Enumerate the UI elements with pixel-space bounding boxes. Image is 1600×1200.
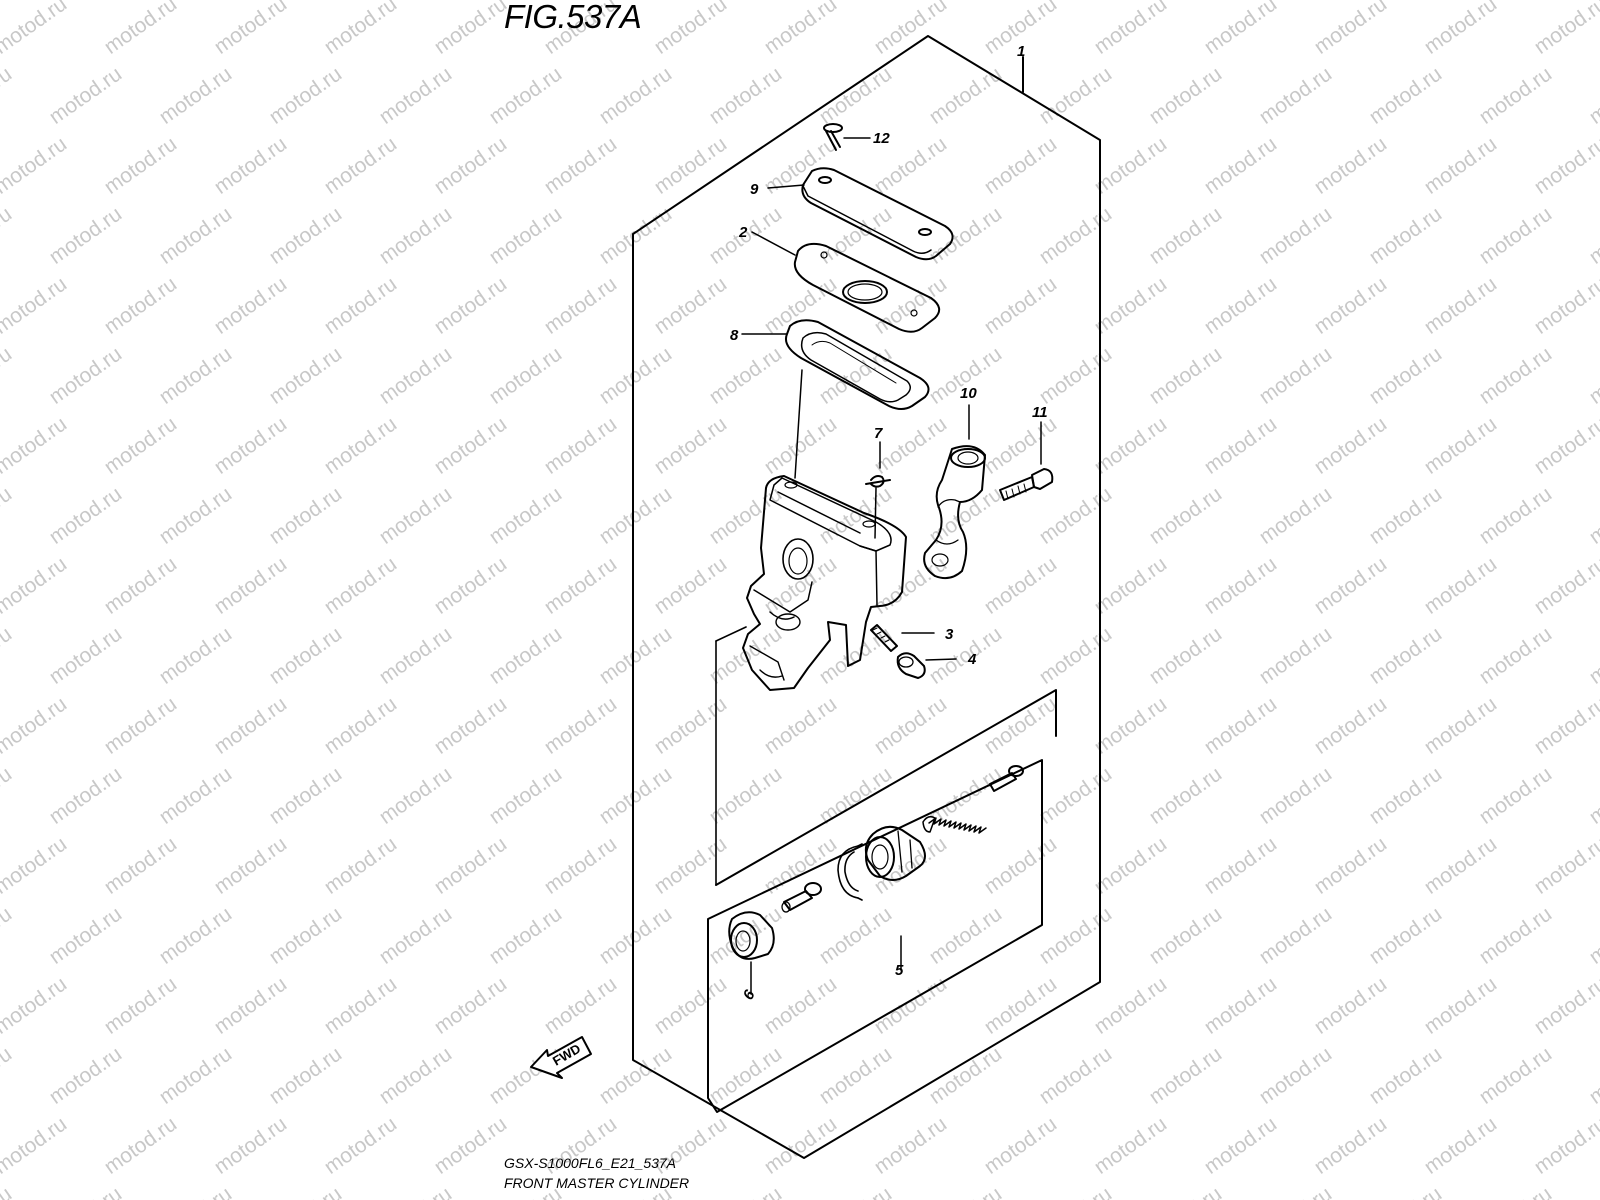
callout-11: 11 <box>1032 404 1048 421</box>
diaphragm-part <box>751 231 941 333</box>
figure-title: FIG.537A <box>504 0 642 35</box>
callout-10: 10 <box>960 385 977 402</box>
union-bolt-part <box>999 421 1054 501</box>
fwd-arrow-icon: FWD <box>530 1036 592 1079</box>
assembly-outline <box>632 35 1101 1159</box>
callout-5: 5 <box>895 962 904 979</box>
screw-part <box>823 123 871 151</box>
bleeder-cap-part <box>896 652 957 679</box>
callout-1: 1 <box>1017 43 1025 60</box>
piston-pin-part <box>781 882 822 913</box>
callout-2: 2 <box>738 224 748 241</box>
union-part <box>923 404 986 580</box>
callout-9: 9 <box>750 181 759 198</box>
circlip-part <box>837 843 863 901</box>
bleeder-valve-part <box>870 624 935 652</box>
dust-boot-part <box>728 911 775 995</box>
figure-model-code: GSX-S1000FL6_E21_537A <box>504 1155 677 1171</box>
master-cylinder-body <box>715 475 907 886</box>
piston-kit-box <box>707 689 1057 1113</box>
callout-4: 4 <box>967 651 977 668</box>
callout-8: 8 <box>730 327 739 344</box>
callout-6: 6 <box>740 987 759 1003</box>
callout-12: 12 <box>873 130 890 147</box>
figure-name: FRONT MASTER CYLINDER <box>504 1175 690 1191</box>
reservoir-cap-part <box>767 167 954 261</box>
clip-part <box>865 441 891 539</box>
spring-part <box>922 815 987 834</box>
diaphragm-gasket-part <box>741 319 930 410</box>
piston-part <box>864 825 926 881</box>
callout-7: 7 <box>874 425 883 442</box>
callout-3: 3 <box>945 626 954 643</box>
pushrod-part <box>989 765 1024 792</box>
